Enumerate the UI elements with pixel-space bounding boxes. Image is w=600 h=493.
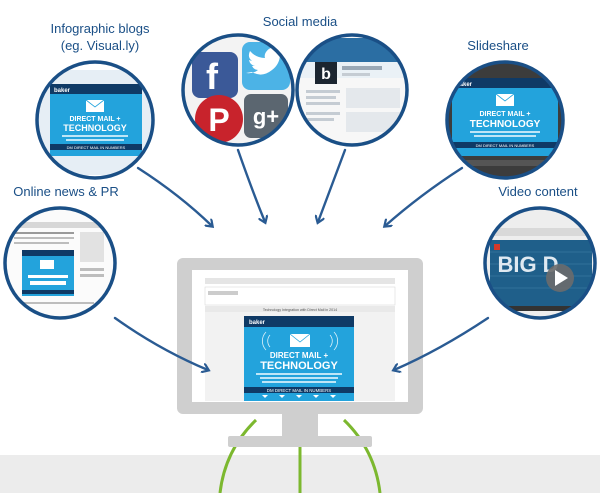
c4-brand: baker	[456, 82, 473, 88]
online-news-circle	[3, 206, 117, 320]
pinterest-icon	[195, 95, 243, 143]
arrow-from-social-icons	[236, 148, 265, 222]
c1-numbers-banner: DM DIRECT MAIL IN NUMBERS	[67, 145, 126, 150]
label-video-content: Video content	[498, 184, 578, 199]
screen-envelope-icon	[290, 334, 310, 347]
play-icon	[555, 270, 568, 286]
svg-text:P: P	[208, 102, 229, 138]
screen-title-line2: TECHNOLOGY	[260, 360, 338, 372]
monitor-screen-content: Technology Integration with Direct Mail …	[204, 278, 396, 401]
arrow-from-video	[394, 316, 490, 370]
c4-numbers-banner: DM DIRECT MAIL IN NUMBERS	[476, 143, 535, 148]
screen-brand: baker	[249, 320, 266, 326]
social-icons-circle: f P g+	[181, 33, 295, 147]
c1-title-line1: DIRECT MAIL +	[69, 116, 120, 123]
arrow-from-social-page	[318, 148, 347, 222]
label-slideshare: Slideshare	[467, 38, 529, 53]
screen-page-heading: Technology Integration with Direct Mail …	[263, 308, 337, 312]
arrow-from-slideshare	[385, 166, 464, 226]
label-online-news: Online news & PR	[13, 184, 119, 199]
facebook-icon	[192, 52, 238, 98]
screen-numbers-banner: DM DIRECT MAIL IN NUMBERS	[267, 388, 331, 393]
infographic-blog-circle: baker DIRECT MAIL + TECHNOLOGY DM DIRECT…	[35, 60, 155, 180]
screen-title-line1: DIRECT MAIL +	[270, 351, 329, 360]
label-infographic-blogs: Infographic blogs (eg. Visual.ly)	[40, 20, 160, 54]
video-content-circle: BIG D	[483, 206, 597, 320]
label-social-media: Social media	[262, 14, 338, 29]
social-page-circle: b	[295, 33, 409, 147]
arrow-from-infographic	[136, 166, 212, 226]
c1-title-line2: TECHNOLOGY	[63, 123, 127, 133]
svg-text:f: f	[206, 56, 219, 97]
svg-text:b: b	[321, 66, 331, 83]
label-infographic-line1: Infographic blogs	[50, 21, 150, 36]
c1-brand: baker	[54, 88, 71, 94]
arrows	[113, 148, 490, 370]
slideshare-circle: baker DIRECT MAIL + TECHNOLOGY DM DIRECT…	[445, 60, 565, 180]
c4-title-line2: TECHNOLOGY	[470, 119, 541, 130]
label-infographic-line2: (eg. Visual.ly)	[60, 38, 140, 53]
c4-title-line1: DIRECT MAIL +	[479, 111, 530, 118]
blog-logo-icon	[315, 62, 337, 84]
arrow-from-news	[113, 316, 208, 370]
svg-text:g+: g+	[253, 104, 279, 129]
